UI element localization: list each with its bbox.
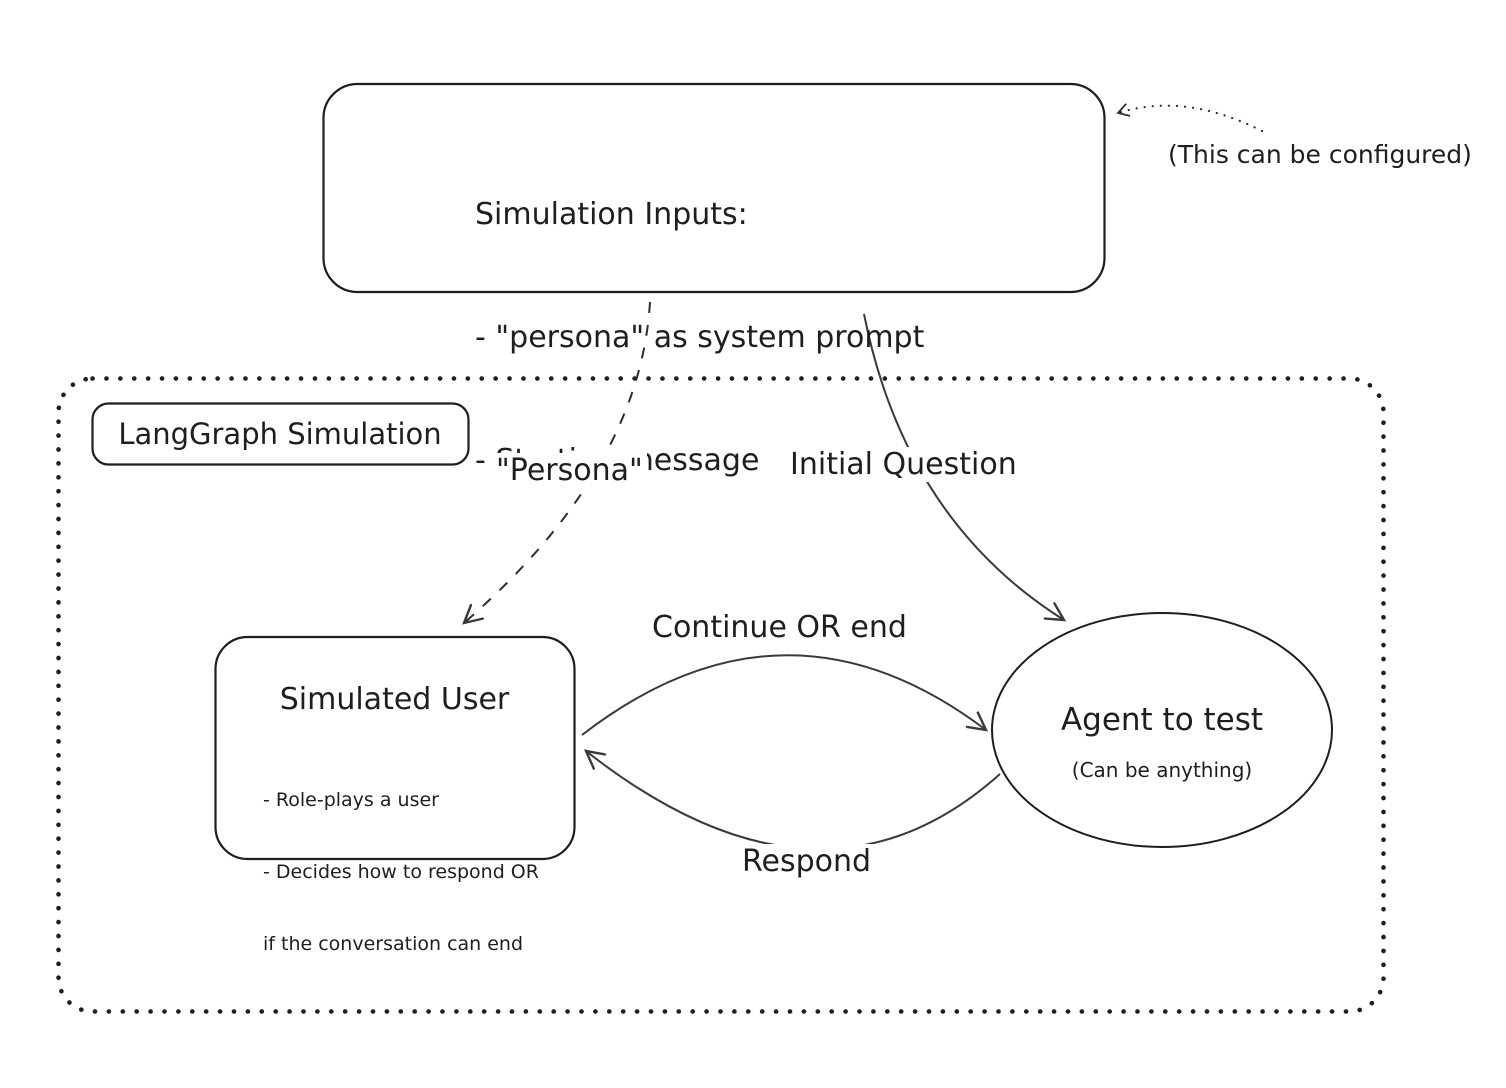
agent-title: Agent to test: [1060, 702, 1264, 738]
agent-ellipse: [991, 612, 1333, 848]
respond-arrow: [583, 749, 1001, 851]
agent-subtitle: (Can be anything): [1071, 758, 1253, 782]
inputs-item-persona: - "persona" as system prompt: [475, 320, 925, 355]
langgraph-container-border: [56, 376, 1386, 1014]
simulated-user-title: Simulated User: [279, 682, 510, 717]
simulated-user-bullets: - Role-plays a user - Decides how to res…: [263, 740, 539, 1004]
inputs-title: Simulation Inputs:: [475, 197, 748, 232]
config-annotation-arrow: [1116, 103, 1264, 133]
config-annotation: (This can be configured): [1168, 140, 1472, 169]
simulated-user-box: [214, 635, 576, 861]
continue-or-end-edge-label: Continue OR end: [648, 610, 911, 645]
langgraph-label: LangGraph Simulation: [118, 416, 442, 451]
respond-edge-label: Respond: [738, 844, 876, 879]
initial-question-arrow: [863, 313, 1067, 622]
simulation-inputs-box: [322, 82, 1106, 294]
simulation-inputs-text: Simulation Inputs: - "persona" as system…: [475, 112, 924, 563]
persona-edge-label: "Persona": [492, 453, 647, 488]
simulated-user-bullet: - Decides how to respond OR: [263, 861, 539, 883]
continue-or-end-arrow: [581, 654, 989, 736]
simulated-user-bullet: - Role-plays a user: [263, 789, 439, 811]
initial-question-edge-label: Initial Question: [786, 447, 1021, 482]
langgraph-label-box: [91, 402, 470, 466]
simulated-user-bullet: if the conversation can end: [263, 933, 524, 955]
